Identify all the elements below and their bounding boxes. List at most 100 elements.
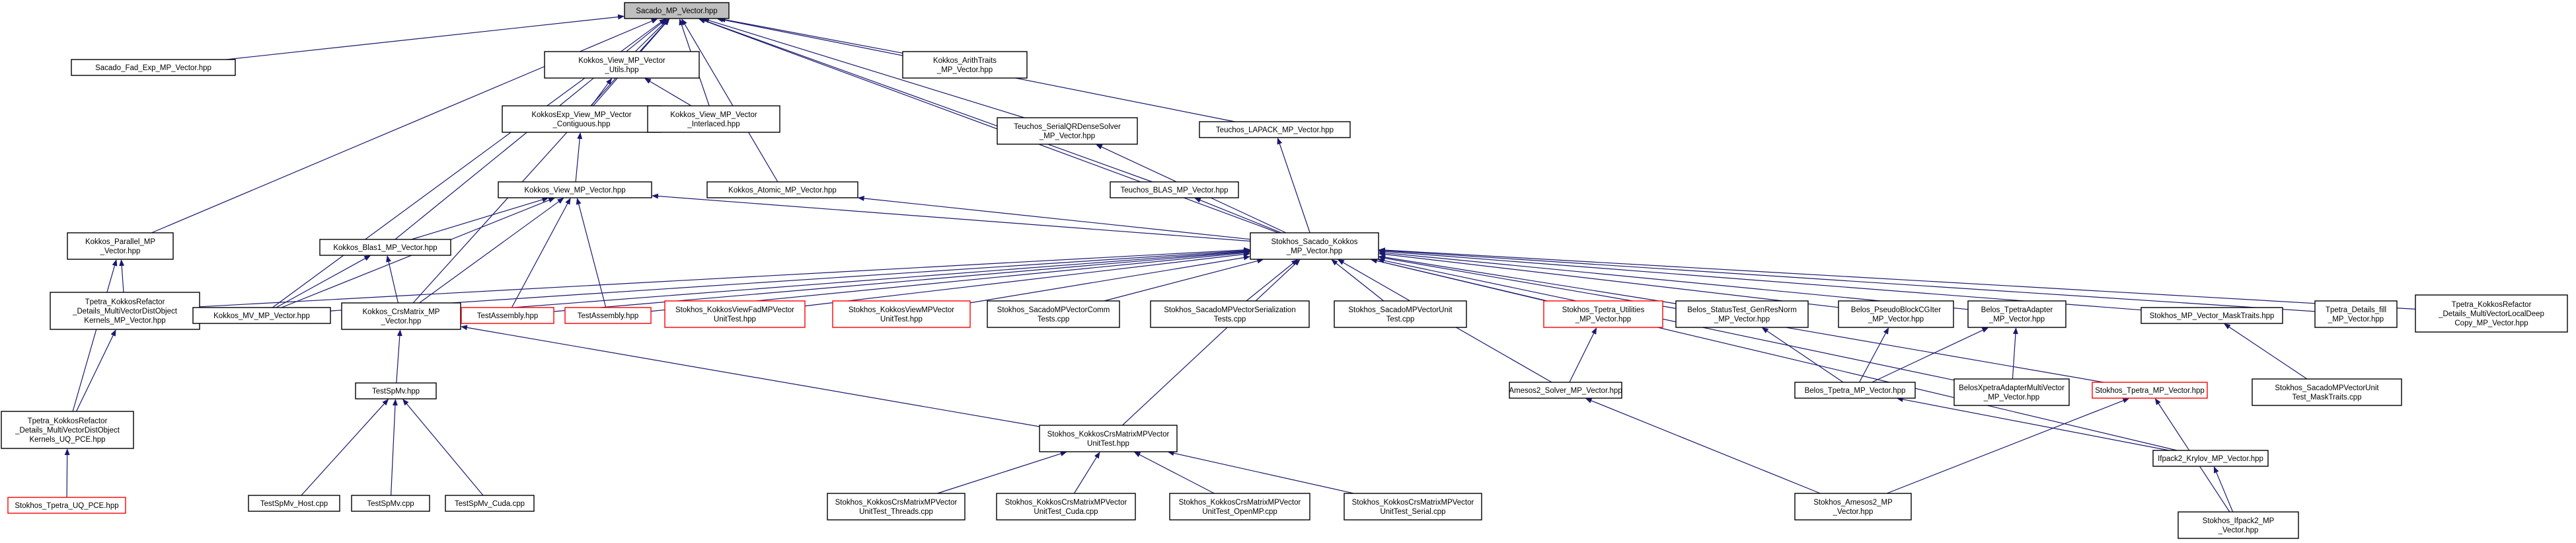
node-exp-contig[interactable]: KokkosExp_View_MP_Vector_Contiguous.hpp [502,105,662,133]
node-testspmv[interactable]: TestSpMv.hpp [355,382,437,399]
node-label: Ifpack2_Krylov_MP_Vector.hpp [2158,455,2263,463]
node-mask[interactable]: Stokhos_MP_Vector_MaskTraits.hpp [2140,307,2283,324]
node-label: Stokhos_KokkosCrsMatrixMPVector [1179,499,1301,507]
node-box [461,307,554,324]
node-box [7,497,126,514]
node-uq-pce[interactable]: Stokhos_Tpetra_UQ_PCE.hpp [7,497,126,514]
node-label: Belos_TpetraAdapter [1981,306,2053,314]
node-blas1[interactable]: Kokkos_Blas1_MP_Vector.hpp [319,239,451,256]
node-box [502,105,662,133]
node-crsmatrix[interactable]: Kokkos_CrsMatrix_MP_Vector.hpp [341,302,461,330]
node-label: Kokkos_View_MP_Vector.hpp [524,187,625,194]
node-testasm1[interactable]: TestAssembly.hpp [461,307,554,324]
node-box [706,181,858,198]
node-label: Teuchos_BLAS_MP_Vector.hpp [1120,187,1228,194]
node-tpetra-util[interactable]: Stokhos_Tpetra_Utilities_MP_Vector.hpp [1543,300,1663,328]
node-label: UnitTest_OpenMP.cpp [1202,508,1277,516]
node-crs-serial[interactable]: Stokhos_KokkosCrsMatrixMPVectorUnitTest_… [1344,493,1482,521]
node-spmv-cuda[interactable]: TestSpMv_Cuda.cpp [445,495,535,512]
edge-fad_exp-to-root [226,14,625,60]
node-label: TestSpMv_Host.cpp [260,500,328,508]
node-label: _MP_Vector.hpp [1983,394,2039,401]
node-label: _MP_Vector.hpp [2328,315,2384,323]
node-amesos2-mp[interactable]: Stokhos_Amesos2_MP_Vector.hpp [1794,493,1912,521]
edge-belos_xpetra-to-belos_tadapt [2012,327,2018,380]
node-label: _Utils.hpp [604,66,638,74]
node-box [1953,378,2070,406]
edge-amesos2_mp-to-amesos2_solver [1585,398,1821,494]
edge-tpetra_fill-to-stokhos_sk [1379,247,2316,312]
node-spmv-host[interactable]: TestSpMv_Host.cpp [248,495,340,512]
node-parallel[interactable]: Kokkos_Parallel_MP_Vector.hpp [67,232,174,260]
node-serial[interactable]: Stokhos_SacadoMPVectorSerializationTests… [1150,300,1310,328]
node-label: Test_MaskTraits.cpp [2292,394,2361,401]
edge-testasm2-to-view_mp [576,197,607,308]
node-atomic[interactable]: Kokkos_Atomic_MP_Vector.hpp [706,181,858,198]
node-label: Tpetra_KokkosRefactor [2452,301,2532,309]
node-label: Stokhos_SacadoMPVectorComm [997,306,1110,314]
node-label: Teuchos_LAPACK_MP_Vector.hpp [1216,126,1334,134]
node-arith[interactable]: Kokkos_ArithTraits_MP_Vector.hpp [902,51,1028,79]
node-label: Tests.cpp [1214,315,1246,323]
node-box [248,495,340,512]
node-belos-tadapt[interactable]: Belos_TpetraAdapter_MP_Vector.hpp [1967,300,2066,328]
node-stokhos-tpetra[interactable]: Stokhos_Tpetra_MP_Vector.hpp [2092,382,2208,399]
node-fad-exp[interactable]: Sacado_Fad_Exp_MP_Vector.hpp [71,59,236,76]
node-belos-tpetra[interactable]: Belos_Tpetra_MP_Vector.hpp [1794,382,1916,399]
edge-crs_serial-to-crs_unit [1167,450,1354,494]
node-testasm2[interactable]: TestAssembly.hpp [564,307,652,324]
edge-tpetra_refactor-to-stokhos_sk [199,247,1250,308]
node-crs-openmp[interactable]: Stokhos_KokkosCrsMatrixMPVectorUnitTest_… [1169,493,1310,521]
edge-serial-to-stokhos_sk [1246,259,1299,302]
node-belos-pseudo[interactable]: Belos_PseudoBlockCGIter_MP_Vector.hpp [1838,300,1954,328]
node-label: UnitTest_Threads.cpp [859,508,933,516]
node-view-utils[interactable]: Kokkos_View_MP_Vector_Utils.hpp [544,51,700,79]
node-box [1344,493,1482,521]
node-label: Kokkos_Parallel_MP [85,238,155,246]
node-view-interlaced[interactable]: Kokkos_View_MP_Vector_Interlaced.hpp [647,105,780,133]
edge-stokhos_sk-to-lapack [1277,137,1310,233]
node-crs-unit[interactable]: Stokhos_KokkosCrsMatrixMPVectorUnitTest.… [1039,425,1178,452]
node-belos-status[interactable]: Belos_StatusTest_GenResNorm_MP_Vector.hp… [1675,300,1809,328]
node-crs-threads[interactable]: Stokhos_KokkosCrsMatrixMPVectorUnitTest_… [827,493,966,521]
node-label: _Vector.hpp [1833,508,1874,516]
edge-testspmv-to-crsmatrix [396,329,402,384]
node-label: Kokkos_View_MP_Vector [670,111,757,119]
node-root[interactable]: Sacado_MP_Vector.hpp [624,2,730,19]
node-tpetra-fill[interactable]: Tpetra_Details_fill_MP_Vector.hpp [2314,300,2398,328]
node-lapack[interactable]: Teuchos_LAPACK_MP_Vector.hpp [1199,121,1351,138]
node-mask-unit[interactable]: Stokhos_SacadoMPVectorUnitTest_MaskTrait… [2252,378,2402,406]
node-amesos2-solver[interactable]: Amesos2_Solver_MP_Vector.hpp [1509,382,1622,399]
node-label: TestSpMv.cpp [367,500,414,508]
node-belos-xpetra[interactable]: BelosXpetraAdapterMultiVector_MP_Vector.… [1953,378,2070,406]
node-mv[interactable]: Kokkos_MV_MP_Vector.hpp [192,307,331,324]
node-label: TestAssembly.hpp [578,312,638,320]
node-label: Kernels_UQ_PCE.hpp [29,436,105,444]
node-box [1794,493,1912,521]
node-label: _Contiguous.hpp [552,120,611,128]
edge-ifpack2_mp-to-ifpack2_krylov [2213,466,2234,513]
node-ifpack2-mp[interactable]: Stokhos_Ifpack2_MP_Vector.hpp [2178,511,2299,539]
node-tpetra-local[interactable]: Tpetra_KokkosRefactor_Details_MultiVecto… [2415,294,2568,333]
node-tpetra-pce[interactable]: Tpetra_KokkosRefactor_Details_MultiVecto… [1,411,134,449]
node-label: Kokkos_Blas1_MP_Vector.hpp [333,244,437,252]
node-tpetra-refactor[interactable]: Tpetra_KokkosRefactor_Details_MultiVecto… [50,292,200,330]
node-stokhos-sk[interactable]: Stokhos_Sacado_Kokkos_MP_Vector.hpp [1250,232,1379,260]
node-crs-cuda[interactable]: Stokhos_KokkosCrsMatrixMPVectorUnitTest_… [996,493,1136,521]
node-viewfad[interactable]: Stokhos_KokkosViewFadMPVectorUnitTest.hp… [664,300,806,328]
node-ifpack2-krylov[interactable]: Ifpack2_Krylov_MP_Vector.hpp [2152,450,2269,467]
node-label: _Interlaced.hpp [687,120,739,128]
node-blas[interactable]: Teuchos_BLAS_MP_Vector.hpp [1110,181,1239,198]
node-view-mp[interactable]: Kokkos_View_MP_Vector.hpp [498,181,652,198]
edge-spmv-to-testspmv [391,399,398,496]
node-spmv[interactable]: TestSpMv.cpp [351,495,430,512]
node-label: Belos_Tpetra_MP_Vector.hpp [1805,387,1906,395]
node-label: _MP_Vector.hpp [1989,315,2045,323]
edge-mv-to-blas1 [276,255,371,308]
node-serialqr[interactable]: Teuchos_SerialQRDenseSolver_MP_Vector.hp… [997,117,1138,145]
node-box [1838,300,1954,328]
